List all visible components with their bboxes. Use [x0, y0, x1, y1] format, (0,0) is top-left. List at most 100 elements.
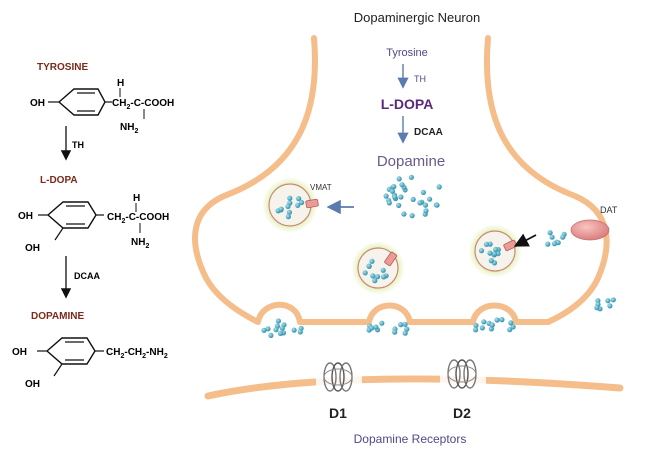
vesicle-center: [352, 242, 404, 294]
dopamine-molecule: [273, 327, 279, 333]
dopamine-molecule: [492, 251, 498, 257]
tyrosine-amine: NH2: [120, 122, 138, 135]
dcaa-enzyme-label: DCAA: [74, 271, 100, 281]
dopamine-molecule: [398, 322, 404, 328]
dopamine-molecule: [399, 182, 405, 188]
dopamine-molecule: [375, 274, 381, 280]
dopamine-molecule: [381, 274, 387, 280]
ldopa-name: L-DOPA: [40, 175, 78, 186]
dopamine-oh-para: OH: [12, 347, 27, 358]
d2-label: D2: [453, 405, 471, 421]
neuron-title: Dopaminergic Neuron: [354, 10, 480, 25]
dopamine-molecule: [268, 332, 274, 338]
d1-receptor: [316, 362, 362, 392]
dopamine-molecule: [545, 241, 551, 247]
dopamine-molecule: [277, 330, 284, 336]
tyrosine-h: H: [117, 78, 124, 89]
dopamine-molecule: [362, 270, 368, 276]
dopamine-molecule: [369, 325, 375, 331]
d2-receptor: [440, 359, 486, 389]
ldopa-oh-meta: OH: [25, 243, 40, 254]
dopamine-molecule: [391, 184, 397, 190]
dopamine-molecule: [410, 196, 416, 202]
ldopa-oh-para: OH: [18, 211, 33, 222]
tyrosine-oh: OH: [30, 98, 45, 109]
tyrosine-name: TYROSINE: [37, 62, 88, 73]
dopamine-molecule: [473, 327, 479, 333]
dopamine-molecule: [404, 326, 410, 332]
dopamine-molecule: [297, 329, 303, 335]
dopamine-name: DOPAMINE: [31, 311, 84, 322]
dat-label: DAT: [600, 205, 618, 215]
chemical-pathway: TYROSINE OH H CH2-C-COOH NH2 TH L-DOPA O…: [12, 62, 174, 390]
dopamine-molecule: [489, 322, 495, 328]
dopamine-molecule: [610, 297, 616, 303]
presynaptic-membrane-bottom: [255, 301, 548, 325]
dopamine-molecule: [560, 234, 566, 240]
dopamine-molecule: [287, 195, 293, 201]
ldopa-structure: L-DOPA OH OH H CH2-C-COOH NH2: [18, 175, 169, 254]
dopamine-molecule: [487, 250, 493, 256]
presynaptic-membrane-left: [192, 35, 318, 325]
dopamine-molecule: [551, 241, 558, 247]
th-enzyme-label: TH: [72, 140, 84, 150]
dopamine-molecule: [398, 194, 404, 200]
dopamine-molecule: [494, 317, 500, 323]
dopamine-structure: DOPAMINE OH OH CH2-CH2-NH2: [12, 311, 168, 390]
dopamine-molecule: [373, 324, 379, 330]
dopamine-molecule: [372, 278, 378, 284]
dopamine-molecule: [275, 318, 281, 324]
dopamine-molecule: [547, 230, 553, 236]
dopamine-molecule: [481, 319, 487, 325]
dopamine-molecule: [595, 298, 601, 304]
synapse-illustration: Dopaminergic Neuron Tyrosine TH L-DOPA D…: [192, 10, 624, 446]
dopamine-molecule: [299, 199, 305, 206]
tyrosine-label: Tyrosine: [386, 47, 428, 59]
dopamine-molecule: [296, 196, 302, 202]
dopamine-molecule: [279, 325, 285, 331]
dopamine-molecule: [417, 200, 423, 206]
dopamine-molecule: [549, 234, 555, 240]
tyrosine-structure: TYROSINE OH H CH2-C-COOH NH2: [30, 62, 174, 135]
dopamine-molecule: [488, 258, 494, 264]
ldopa-amine: NH2: [131, 237, 149, 250]
dopamine-molecule: [507, 327, 513, 333]
dopamine-molecule: [389, 188, 395, 194]
dopamine-molecule: [379, 320, 385, 326]
vmat-transporter: [305, 198, 319, 209]
dopamine-molecule: [261, 327, 267, 333]
dopamine-molecule: [392, 329, 398, 335]
dopamine-molecule: [370, 273, 376, 279]
dopamine-molecule: [422, 202, 429, 208]
dcaa-label: DCAA: [414, 127, 443, 138]
dopamine-molecule: [380, 267, 386, 273]
dopamine-molecule: [483, 241, 490, 247]
dopamine-molecule: [278, 206, 284, 212]
dopamine-molecule: [383, 193, 389, 199]
ldopa-chain: CH2-C-COOH: [107, 212, 169, 225]
ldopa-label: L-DOPA: [381, 96, 434, 112]
tyrosine-chain: CH2-C-COOH: [112, 98, 174, 111]
dopamine-molecule: [401, 211, 407, 217]
dopamine-molecule: [607, 303, 613, 309]
dat-transporter: [570, 219, 610, 241]
dopamine-molecule: [295, 202, 301, 208]
dopamine-molecule: [420, 189, 426, 195]
dopamine-molecule: [423, 208, 429, 214]
d1-label: D1: [329, 405, 347, 421]
dopamine-molecule: [605, 298, 611, 304]
receptors-caption: Dopamine Receptors: [354, 432, 467, 446]
dopamine-molecule: [265, 326, 271, 332]
dopamine-molecule: [408, 174, 414, 180]
dopamine-oh-meta: OH: [25, 379, 40, 390]
vesicle-transporter: [384, 251, 398, 267]
dopamine-chain: CH2-CH2-NH2: [106, 347, 168, 360]
dopamine-molecule: [285, 214, 291, 220]
dopamine-molecule: [392, 194, 398, 200]
dopamine-molecule: [396, 176, 402, 182]
postsynaptic-membrane: [204, 375, 624, 400]
dopamine-molecule: [473, 322, 479, 329]
dopamine-molecule: [286, 209, 292, 215]
dopamine-molecules: [261, 174, 616, 338]
dopamine-molecule: [434, 202, 440, 208]
